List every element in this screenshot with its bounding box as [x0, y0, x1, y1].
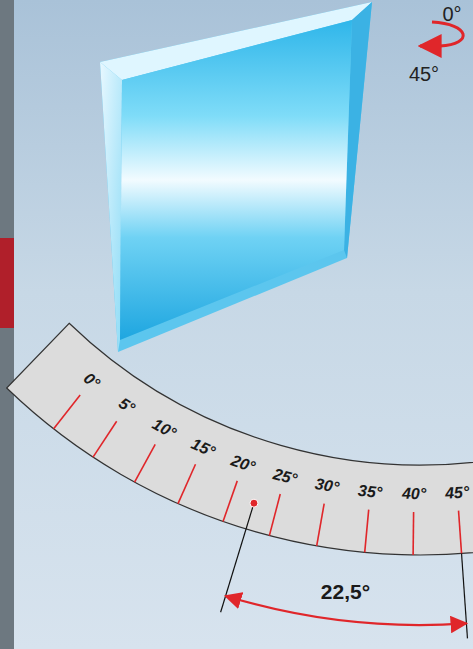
glass-pane — [100, 2, 372, 352]
angle-label: 0° — [442, 4, 461, 24]
extension-line — [462, 554, 468, 639]
scale-value: 45° — [444, 484, 469, 502]
scale-tick — [365, 510, 369, 553]
scale-band — [7, 323, 473, 555]
scale-tick — [54, 395, 80, 429]
angle-label: 45° — [409, 64, 439, 84]
scale-tick — [223, 481, 237, 522]
scale-tick — [178, 464, 195, 503]
dimension-value: 22,5° — [321, 581, 370, 602]
scale-value: 35° — [358, 483, 384, 501]
scale-tick — [93, 421, 117, 457]
rotation-arrow — [420, 22, 463, 46]
extension-line — [221, 503, 254, 612]
scale-tick — [269, 494, 280, 536]
photo-strip — [0, 0, 14, 649]
angle-scale — [7, 323, 473, 638]
photo-strip — [0, 238, 14, 328]
scale-tick — [412, 512, 414, 555]
marker-dot — [250, 499, 258, 507]
scale-tick — [135, 444, 156, 482]
scale-tick — [317, 504, 324, 546]
scale-tick — [459, 511, 462, 554]
scale-value: 40° — [402, 486, 426, 502]
